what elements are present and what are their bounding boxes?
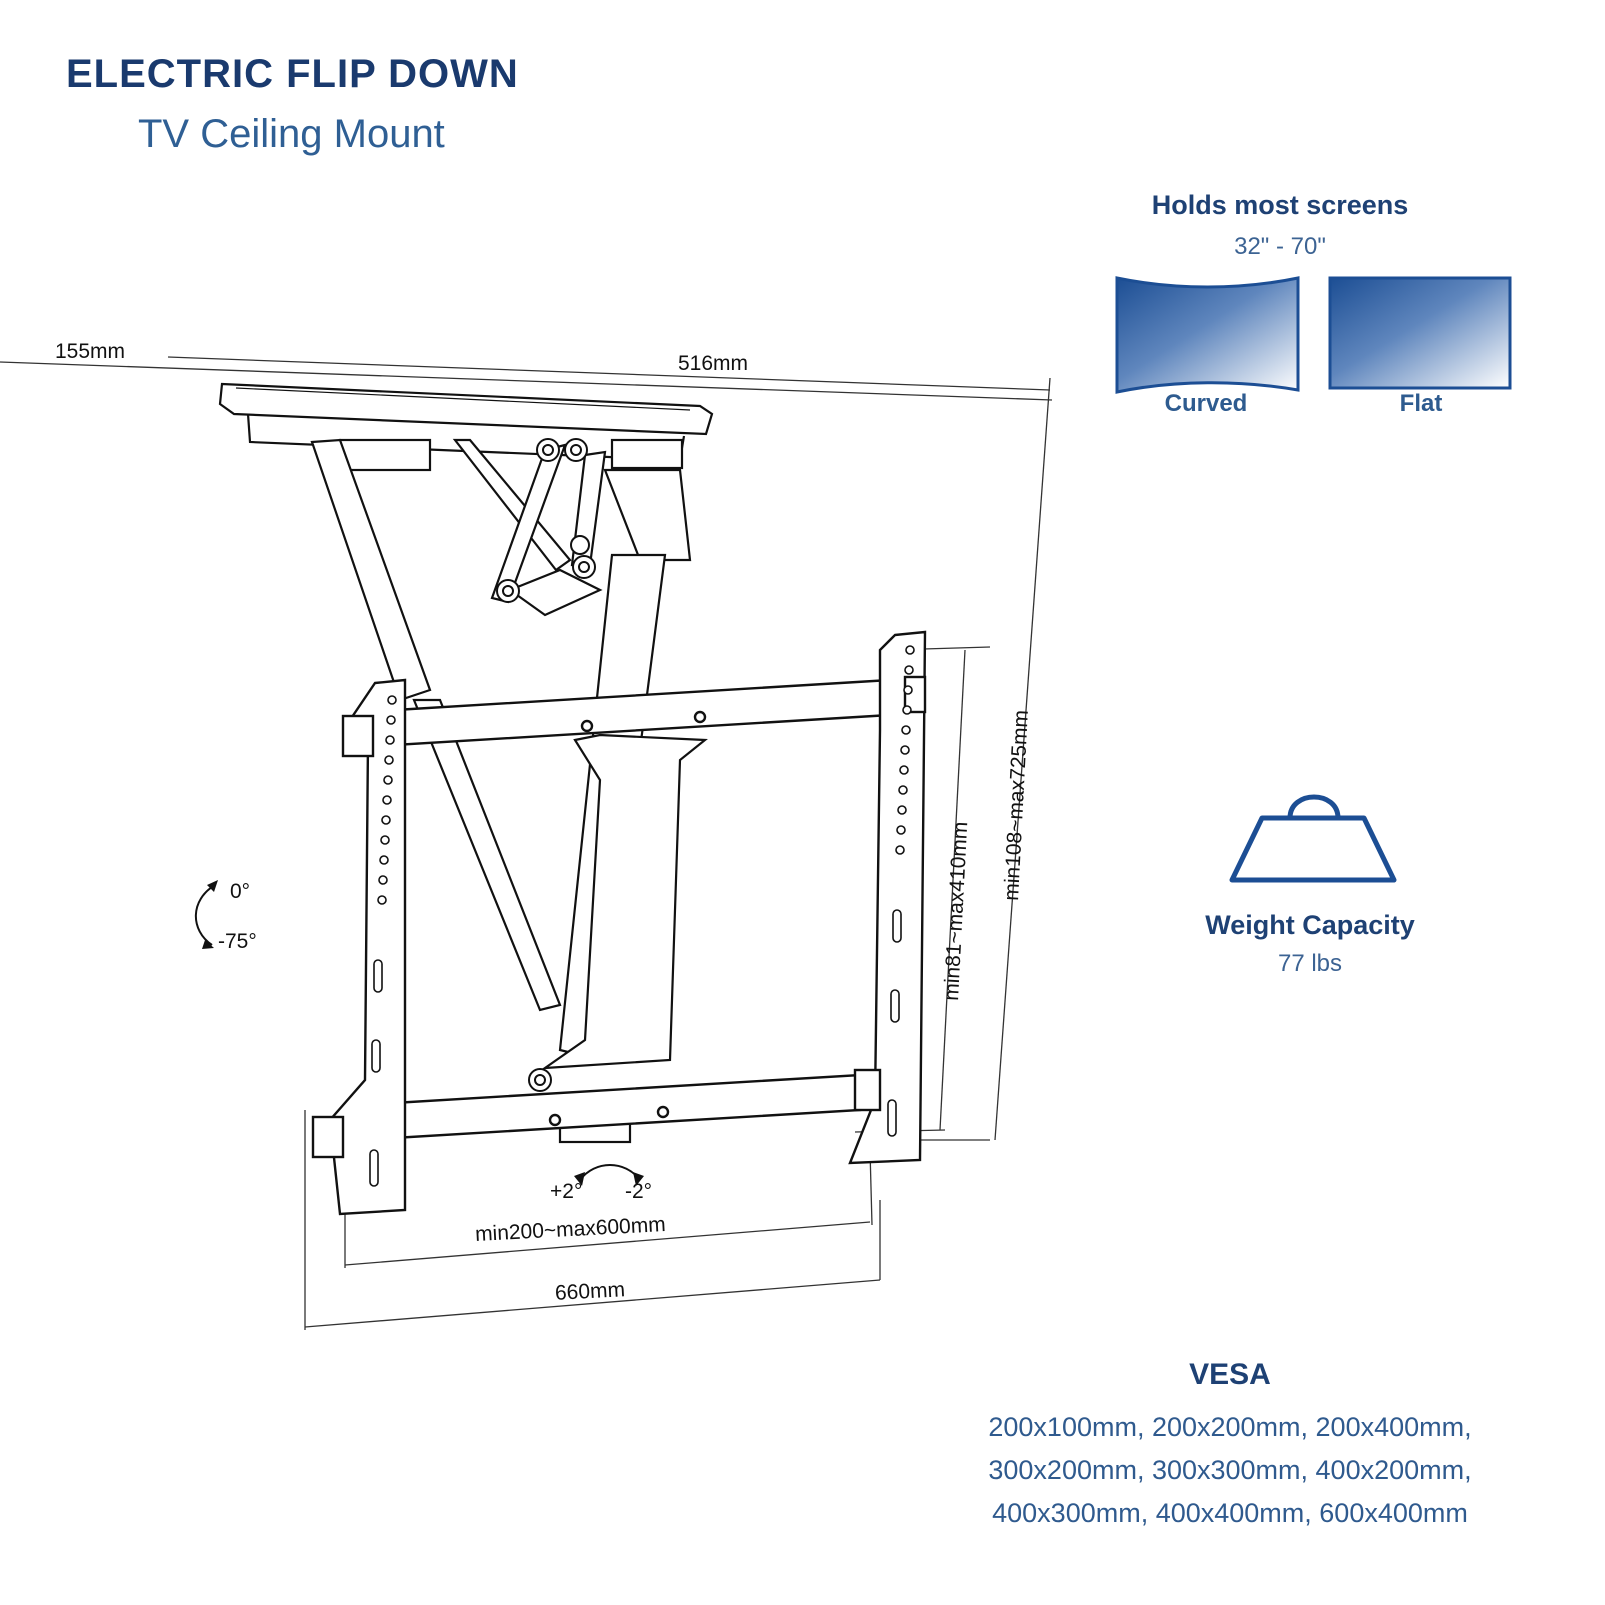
tilt-bottom-label: -75°	[218, 930, 257, 953]
arm-holes	[369, 645, 915, 1187]
overall-width-label: 660mm	[554, 1278, 626, 1305]
vesa-line-1: 200x100mm, 200x200mm, 200x400mm,	[988, 1412, 1472, 1442]
swivel-arrow-icon	[579, 1164, 641, 1181]
vesa-line-3: 400x300mm, 400x400mm, 600x400mm	[992, 1498, 1468, 1528]
curved-label: Curved	[1164, 390, 1248, 417]
flat-label: Flat	[1399, 390, 1443, 417]
vesa-title: VESA	[1189, 1358, 1271, 1391]
weight-value: 77 lbs	[1277, 950, 1343, 977]
vesa-line-2: 300x200mm, 300x300mm, 400x200mm,	[988, 1455, 1472, 1485]
tilt-arrow-icon	[194, 884, 216, 946]
vesa-arms	[311, 630, 927, 1216]
swivel-right-label: -2°	[625, 1180, 653, 1203]
page-title: ELECTRIC FLIP DOWN	[66, 52, 519, 96]
screens-title: Holds most screens	[1151, 190, 1409, 220]
tilt-top-label: 0°	[230, 880, 251, 903]
ceiling-plate	[218, 382, 714, 472]
screen-size-range: 32" - 70"	[1234, 233, 1326, 260]
width-top-label: 516mm	[678, 352, 749, 375]
swivel-left-label: +2°	[550, 1180, 583, 1203]
weight-label: Weight Capacity	[1205, 910, 1415, 940]
pivot-knobs	[496, 438, 596, 1092]
page-subtitle: TV Ceiling Mount	[138, 112, 445, 156]
depth-label: 155mm	[55, 340, 126, 363]
